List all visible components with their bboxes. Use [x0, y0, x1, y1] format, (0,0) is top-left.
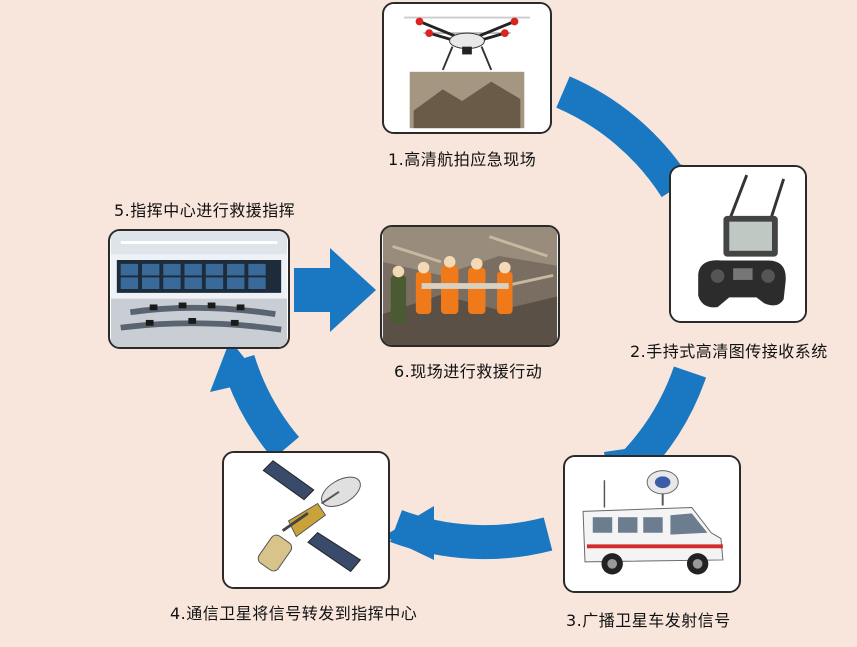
- step-6-image: [380, 225, 560, 347]
- command-center-icon: [111, 231, 287, 347]
- step-3-image: [563, 455, 741, 593]
- cycle-arrowhead-5: [210, 340, 262, 392]
- step-6-label: 6.现场进行救援行动: [394, 362, 543, 381]
- step-2-image: [669, 165, 807, 323]
- cycle-arrowhead-4: [384, 506, 434, 560]
- handheld-receiver-icon: [671, 167, 805, 321]
- arrow-5-to-6: [294, 248, 376, 332]
- step-1-label: 1.高清航拍应急现场: [388, 150, 537, 169]
- step-4-label: 4.通信卫星将信号转发到指挥中心: [170, 604, 418, 623]
- step-2-label: 2.手持式高清图传接收系统: [630, 342, 828, 361]
- step-5-label: 5.指挥中心进行救援指挥: [114, 201, 296, 220]
- satellite-van-icon: [565, 457, 739, 591]
- step-4-image: [222, 451, 390, 589]
- drone-icon: [384, 4, 550, 132]
- communication-satellite-icon: [224, 453, 388, 587]
- step-5-image: [108, 229, 290, 349]
- step-1-image: [382, 2, 552, 134]
- rescue-team-icon: [382, 227, 558, 345]
- step-3-label: 3.广播卫星车发射信号: [566, 611, 731, 630]
